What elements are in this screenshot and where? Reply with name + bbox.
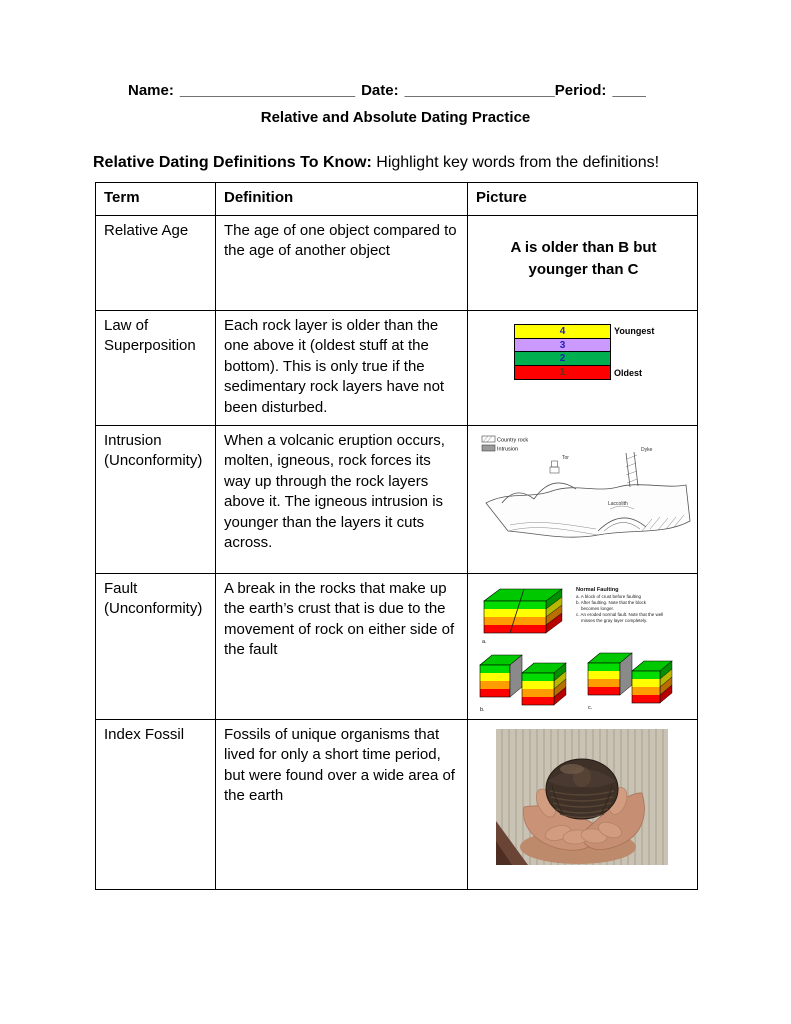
page-title: Relative and Absolute Dating Practice bbox=[260, 109, 531, 126]
table-row: Relative Age The age of one object compa… bbox=[95, 215, 698, 311]
oldest-label: Oldest bbox=[614, 367, 643, 378]
table-row: Intrusion (Unconformity) When a volcanic… bbox=[95, 425, 698, 574]
superposition-diagram: 4 3 2 1 Youngest Oldest bbox=[514, 324, 691, 380]
legend-intrusion: Intrusion bbox=[497, 447, 518, 453]
section-heading-rest: Highlight key words from the definitions… bbox=[371, 154, 660, 171]
layer-side-labels: Youngest Oldest bbox=[614, 324, 654, 380]
period-blank: ____ bbox=[612, 82, 646, 99]
youngest-label: Youngest bbox=[614, 326, 655, 336]
section-heading-bold: Relative Dating Definitions To Know: bbox=[93, 154, 372, 171]
layer-number: 1 bbox=[559, 366, 566, 378]
caption-line: misses the gray layer completely. bbox=[581, 618, 647, 623]
picture-cell bbox=[467, 719, 698, 890]
rock-layer-1: 1 bbox=[515, 365, 610, 379]
block-label-b: b. bbox=[480, 707, 485, 713]
table-row: Fault (Unconformity) A break in the rock… bbox=[95, 573, 698, 720]
caption-line: b. After faulting. Note that the block bbox=[576, 600, 647, 605]
picture-text-line2: younger than C bbox=[528, 260, 639, 278]
caption-line: a. A block of crust before faulting bbox=[576, 594, 642, 599]
sketch-legend: Country rock Intrusion bbox=[481, 435, 528, 453]
term-fault: Fault (Unconformity) bbox=[95, 573, 216, 720]
name-label: Name: bbox=[128, 82, 174, 99]
block-label-c: c. bbox=[588, 705, 593, 711]
caption-title: Normal Faulting bbox=[576, 587, 619, 593]
fault-block-eroded: c. bbox=[587, 652, 673, 711]
table-row: Index Fossil Fossils of unique organisms… bbox=[95, 719, 698, 890]
rock-layer-stack: 4 3 2 1 bbox=[514, 324, 611, 380]
col-header-term: Term bbox=[95, 182, 216, 216]
landscape-outline bbox=[485, 451, 691, 538]
layer-number: 2 bbox=[559, 353, 566, 364]
table-row: Law of Superposition Each rock layer is … bbox=[95, 310, 698, 426]
name-date-period-line: Name:_____________________Date:_________… bbox=[128, 82, 791, 99]
definition-law-of-superposition: Each rock layer is older than the one ab… bbox=[215, 310, 468, 426]
definitions-table: Term Definition Picture Relative Age The… bbox=[95, 182, 698, 890]
tor-label: Tor bbox=[562, 455, 569, 461]
block-label-a: a. bbox=[482, 639, 487, 645]
legend-country-rock: Country rock bbox=[497, 438, 528, 444]
col-header-definition: Definition bbox=[215, 182, 468, 216]
picture-text-line1: A is older than B but bbox=[510, 239, 657, 256]
definition-fault: A break in the rocks that make up the ea… bbox=[215, 573, 468, 720]
layer-number: 4 bbox=[559, 326, 566, 337]
fault-block-after: b. bbox=[479, 654, 567, 713]
laccolith-label: Laccolith bbox=[608, 501, 628, 507]
dyke-label: Dyke bbox=[641, 447, 653, 453]
trilobite-photo bbox=[496, 729, 668, 865]
picture-cell: A is older than B but younger than C bbox=[467, 215, 698, 311]
table-header-row: Term Definition Picture bbox=[95, 182, 698, 216]
definition-index-fossil: Fossils of unique organisms that lived f… bbox=[215, 719, 468, 890]
definition-intrusion: When a volcanic eruption occurs, molten,… bbox=[215, 425, 468, 574]
caption-line: c. An eroded normal fault. Note that the… bbox=[576, 612, 663, 617]
picture-cell: Normal Faulting a. A block of crust befo… bbox=[467, 573, 698, 720]
term-index-fossil: Index Fossil bbox=[95, 719, 216, 890]
date-label: Date: bbox=[361, 82, 399, 99]
hands bbox=[520, 787, 645, 864]
fault-caption: Normal Faulting a. A block of crust befo… bbox=[576, 587, 663, 623]
caption-line: becomes longer. bbox=[581, 606, 614, 611]
term-intrusion: Intrusion (Unconformity) bbox=[95, 425, 216, 574]
rock-layer-4: 4 bbox=[515, 325, 610, 339]
picture-relative-age-text: A is older than B but younger than C bbox=[476, 237, 691, 281]
col-header-picture: Picture bbox=[467, 182, 698, 216]
definition-relative-age: The age of one object compared to the ag… bbox=[215, 215, 468, 311]
layer-number: 3 bbox=[559, 339, 566, 351]
rock-layer-3: 3 bbox=[515, 338, 610, 352]
term-law-of-superposition: Law of Superposition bbox=[95, 310, 216, 426]
rock-layer-2: 2 bbox=[515, 352, 610, 366]
term-relative-age: Relative Age bbox=[95, 215, 216, 311]
picture-cell: Country rock Intrusion bbox=[467, 425, 698, 574]
wood-corner-shadow bbox=[496, 841, 512, 865]
trilobite-fossil bbox=[545, 758, 619, 820]
fault-block-before: a. bbox=[482, 588, 563, 645]
fault-diagram: Normal Faulting a. A block of crust befo… bbox=[479, 587, 673, 713]
name-blank: _____________________ bbox=[179, 82, 356, 99]
date-blank: __________________ bbox=[404, 82, 555, 99]
picture-cell: 4 3 2 1 Youngest Oldest bbox=[467, 310, 698, 426]
intrusion-sketch: Country rock Intrusion bbox=[481, 435, 691, 538]
section-heading: Relative Dating Definitions To Know: Hig… bbox=[93, 154, 791, 172]
period-label: Period: bbox=[554, 82, 607, 99]
